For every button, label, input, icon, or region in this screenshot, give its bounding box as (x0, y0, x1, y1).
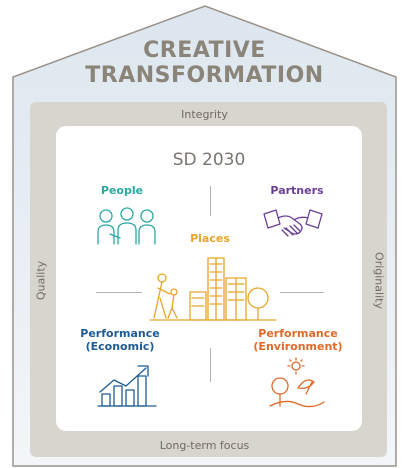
handshake-icon (263, 209, 323, 237)
title-line-2: TRANSFORMATION (85, 63, 324, 88)
divider-top (210, 186, 211, 216)
label-performance-environment: Performance (Environment) (248, 327, 348, 353)
label-performance-economic-line1: Performance (80, 327, 160, 340)
label-people: People (100, 184, 144, 197)
label-places: Places (190, 232, 230, 245)
divider-bottom (210, 348, 211, 382)
frame-label-bottom: Long-term focus (159, 439, 250, 452)
people-icon (97, 207, 156, 245)
label-performance-economic-line2: (Economic) (85, 340, 155, 353)
frame-label-left: Quality (34, 260, 48, 301)
center-title: SD 2030 (172, 150, 246, 170)
title-line-1: CREATIVE (143, 38, 266, 63)
divider-right (280, 292, 324, 293)
label-performance-environment-line1: Performance (258, 327, 338, 340)
label-partners: Partners (270, 184, 324, 197)
label-performance-environment-line2: (Environment) (253, 340, 343, 353)
divider-left (96, 292, 142, 293)
city-family-icon (149, 257, 277, 321)
nature-sun-icon (269, 357, 325, 408)
frame-label-top: Integrity (181, 108, 228, 121)
label-performance-economic: Performance (Economic) (72, 327, 168, 353)
growth-chart-icon (97, 365, 157, 407)
frame-label-right: Originality (372, 252, 386, 309)
